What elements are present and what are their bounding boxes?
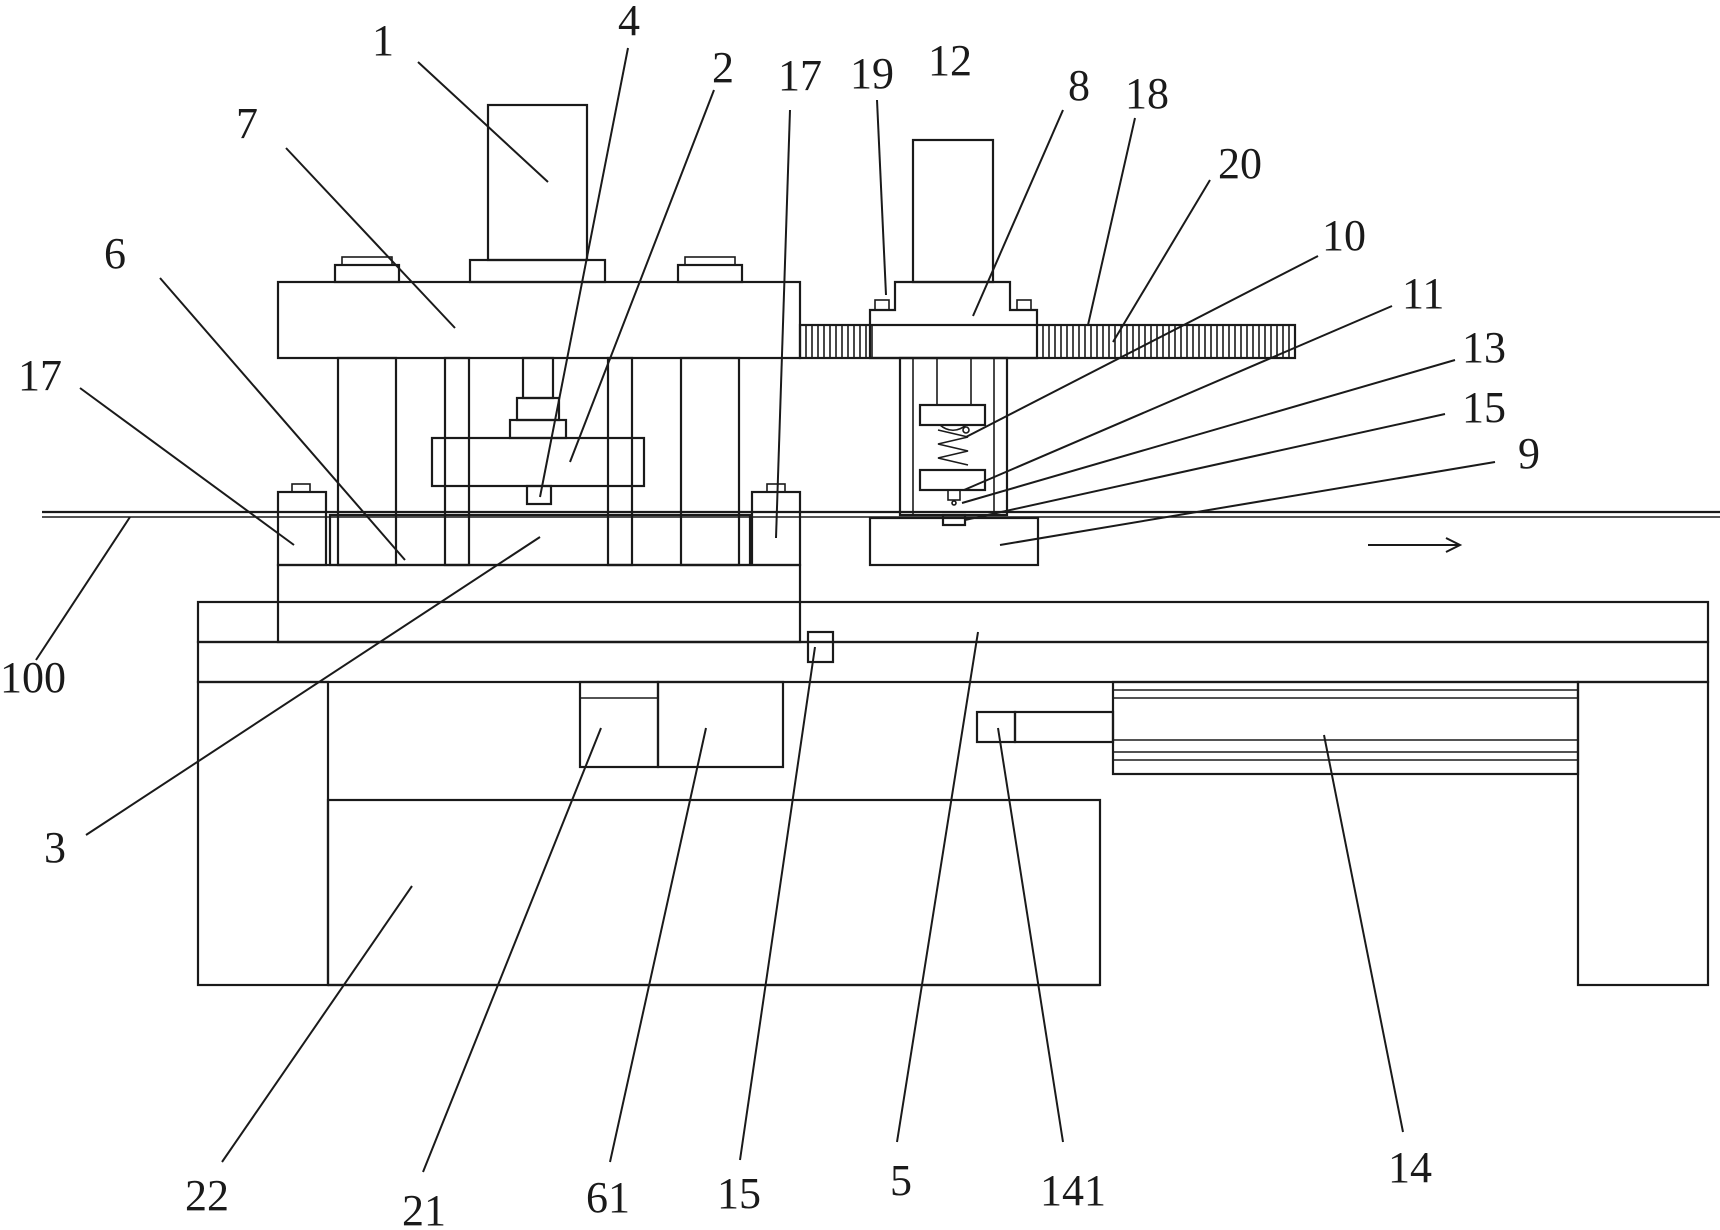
rod-end-141	[975, 710, 1017, 744]
lower-box-22	[326, 798, 1102, 987]
leader-lines	[35, 47, 1496, 1173]
label-4: 4	[618, 0, 640, 45]
label-14: 14	[1388, 1143, 1432, 1192]
cutting-unit	[798, 138, 1297, 567]
label-18: 18	[1125, 69, 1169, 118]
label-5: 5	[890, 1156, 912, 1205]
label-61: 61	[586, 1173, 630, 1222]
punch-unit	[276, 103, 802, 644]
label-20: 20	[1218, 139, 1262, 188]
label-13: 13	[1462, 323, 1506, 372]
label-100: 100	[0, 653, 66, 702]
label-21: 21	[402, 1186, 446, 1230]
label-15-top: 15	[1462, 383, 1506, 432]
labels: 1 4 2 17 19 12 8 18 20 7 10 6 11 13 17 1…	[0, 0, 1540, 1230]
drive-unit-21-61	[578, 680, 785, 769]
label-22: 22	[185, 1171, 229, 1220]
label-7: 7	[236, 99, 258, 148]
label-12: 12	[928, 36, 972, 85]
label-17-left: 17	[18, 351, 62, 400]
label-2: 2	[712, 43, 734, 92]
rack-teeth	[805, 325, 1290, 358]
label-15-bottom: 15	[717, 1169, 761, 1218]
label-3: 3	[44, 823, 66, 872]
label-9: 9	[1518, 429, 1540, 478]
label-6: 6	[104, 229, 126, 278]
label-19: 19	[850, 49, 894, 98]
label-8: 8	[1068, 61, 1090, 110]
label-11: 11	[1402, 269, 1444, 318]
label-1: 1	[372, 16, 394, 65]
sensor-15-lower	[806, 630, 835, 664]
label-141: 141	[1040, 1166, 1106, 1215]
label-10: 10	[1322, 211, 1366, 260]
label-17-top: 17	[778, 51, 822, 100]
cylinder-14	[975, 680, 1580, 776]
